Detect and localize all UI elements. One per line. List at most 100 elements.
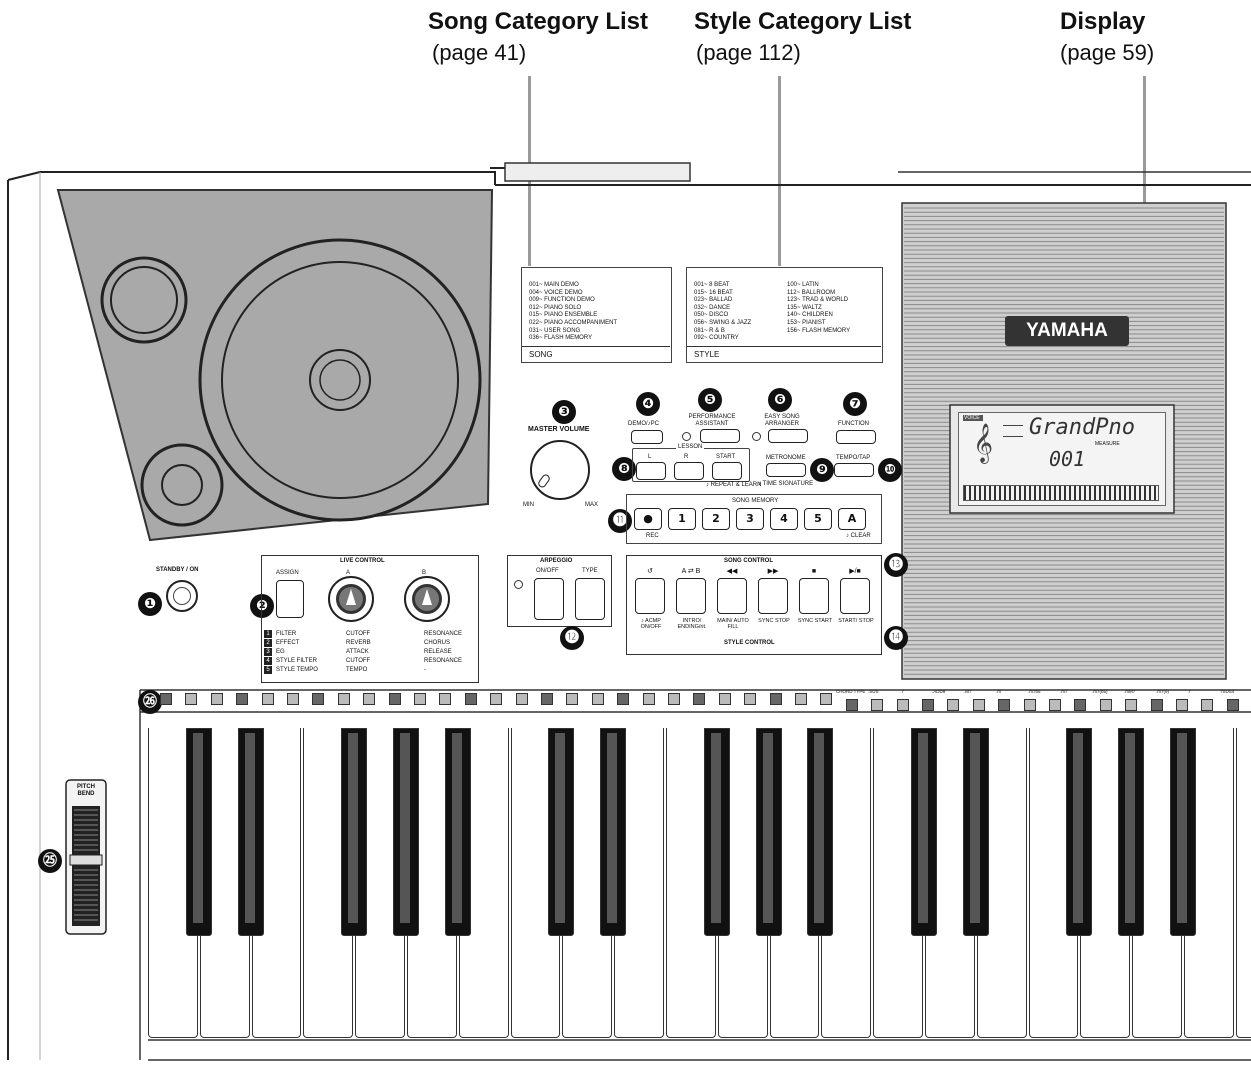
song-memory-button-1[interactable]: 1 bbox=[668, 508, 696, 530]
pitch-bend-label: PITCH BEND bbox=[77, 784, 95, 797]
style-control-label-3: SYNC STOP bbox=[758, 618, 790, 624]
arpeggio-panel bbox=[507, 555, 612, 627]
song-control-button-5[interactable] bbox=[840, 578, 870, 614]
list-line: 056~ SWING & JAZZ bbox=[694, 320, 752, 326]
style-control-label-2: MAIN/ AUTO FILL bbox=[717, 618, 749, 630]
song-memory-button-0[interactable]: ● bbox=[634, 508, 662, 530]
standby-switch[interactable] bbox=[166, 580, 198, 612]
voice-category-icon bbox=[795, 693, 807, 705]
list-line: 023~ BALLAD bbox=[694, 297, 733, 304]
black-key[interactable] bbox=[341, 728, 368, 936]
voice-category-icon bbox=[947, 699, 960, 711]
song-memory-button-6[interactable]: A bbox=[838, 508, 866, 530]
list-line: 001~ 8 BEAT bbox=[694, 282, 730, 288]
style-category-page: (page 112) bbox=[696, 40, 801, 65]
list-line: 032~ DANCE bbox=[694, 304, 731, 311]
marker-4: ❹ bbox=[636, 392, 660, 416]
voice-category-icon bbox=[668, 693, 680, 705]
voice-category-icon bbox=[160, 693, 172, 705]
performance-assistant-button[interactable] bbox=[700, 429, 740, 443]
voice-category-icon bbox=[972, 699, 985, 711]
lcd-voice-name: GrandPno bbox=[1029, 415, 1135, 440]
lesson-start-button[interactable] bbox=[712, 462, 742, 480]
live-table-number: 2 bbox=[264, 639, 272, 647]
song-control-button-3[interactable] bbox=[758, 578, 788, 614]
lesson-l-button[interactable] bbox=[636, 462, 666, 480]
knob-b[interactable] bbox=[404, 576, 450, 622]
black-key[interactable] bbox=[807, 728, 834, 936]
black-key[interactable] bbox=[1066, 728, 1093, 936]
marker-25: ㉕ bbox=[38, 849, 62, 873]
assign-button[interactable] bbox=[276, 580, 304, 618]
song-control-button-0[interactable] bbox=[635, 578, 665, 614]
voice-category-icon bbox=[769, 693, 782, 705]
lesson-r-button[interactable] bbox=[674, 462, 704, 480]
style-control-label-4: SYNC START bbox=[797, 618, 833, 624]
arpeggio-onoff-button[interactable] bbox=[534, 578, 564, 620]
assign-label: ASSIGN bbox=[276, 570, 299, 576]
song-control-symbol-1: A ⇄ B bbox=[681, 568, 701, 575]
song-control-symbol-0: ↺ bbox=[647, 568, 653, 575]
black-key[interactable] bbox=[237, 728, 264, 936]
live-table-name: EG bbox=[276, 649, 285, 655]
list-line: 022~ PIANO ACCOMPANIMENT bbox=[529, 320, 618, 326]
song-control-button-4[interactable] bbox=[799, 578, 829, 614]
song-memory-button-3[interactable]: 3 bbox=[736, 508, 764, 530]
knob-a[interactable] bbox=[328, 576, 374, 622]
style-control-label-0: ♪ ACMP ON/OFF bbox=[640, 618, 662, 630]
live-table-b: RESONANCE bbox=[424, 658, 463, 664]
voice-category-icon bbox=[414, 693, 426, 705]
voice-category-icon bbox=[922, 699, 934, 711]
arpeggio-led bbox=[514, 580, 523, 589]
display-title: Display bbox=[1060, 8, 1146, 35]
metronome-button[interactable] bbox=[766, 463, 806, 477]
black-key[interactable] bbox=[444, 728, 471, 936]
standby-switch-inner bbox=[173, 587, 191, 605]
song-memory-button-2[interactable]: 2 bbox=[702, 508, 730, 530]
volume-min-label: MIN bbox=[523, 502, 534, 508]
black-key[interactable] bbox=[911, 728, 937, 936]
voice-category-icon bbox=[261, 693, 274, 705]
black-key[interactable] bbox=[962, 728, 989, 936]
pitch-bend-wheel[interactable] bbox=[72, 806, 100, 926]
black-key[interactable] bbox=[185, 728, 212, 936]
live-table-a: CUTOFF bbox=[346, 658, 371, 664]
song-control-button-1[interactable] bbox=[676, 578, 706, 614]
song-memory-button-4[interactable]: 4 bbox=[770, 508, 798, 530]
demo-button[interactable] bbox=[631, 430, 663, 444]
black-key[interactable] bbox=[755, 728, 782, 936]
leader-line-style bbox=[778, 76, 781, 266]
voice-category-icon bbox=[998, 699, 1011, 711]
song-memory-button-5[interactable]: 5 bbox=[804, 508, 832, 530]
white-key[interactable] bbox=[1235, 728, 1251, 1038]
easy-song-arranger-button[interactable] bbox=[768, 429, 808, 443]
live-table-b: - bbox=[424, 667, 426, 673]
voice-category-icon bbox=[236, 693, 249, 705]
arpeggio-type-button[interactable] bbox=[575, 578, 605, 620]
black-key-shine bbox=[1125, 733, 1136, 923]
black-key-shine bbox=[400, 733, 410, 923]
voice-category-icon bbox=[1023, 699, 1036, 711]
black-key[interactable] bbox=[548, 728, 575, 936]
voice-category-icon bbox=[210, 693, 223, 705]
live-table-b: RESONANCE bbox=[424, 631, 463, 637]
function-button[interactable] bbox=[836, 430, 876, 444]
chord-type-label: .SUS bbox=[868, 689, 879, 694]
black-key-shine bbox=[555, 733, 566, 923]
song-control-button-2[interactable] bbox=[717, 578, 747, 614]
black-key[interactable] bbox=[393, 728, 419, 936]
chord-type-label: .mM7 bbox=[1124, 689, 1136, 694]
black-key[interactable] bbox=[1170, 728, 1196, 936]
black-key[interactable] bbox=[703, 728, 730, 936]
tempo-tap-button[interactable] bbox=[834, 463, 874, 477]
song-style-control-panel bbox=[626, 555, 882, 655]
black-key[interactable] bbox=[600, 728, 627, 936]
list-line: 123~ TRAD & WORLD bbox=[787, 297, 849, 304]
black-key[interactable] bbox=[1118, 728, 1145, 936]
lesson-r-label: R bbox=[684, 454, 689, 460]
chord-type-labels: CHORD TYPE.SUS.7.ADD9.M7.m.m7b5.m7.m7(b5… bbox=[836, 688, 1251, 696]
list-line: 092~ COUNTRY bbox=[694, 335, 739, 342]
voice-category-icon bbox=[490, 693, 503, 705]
master-volume-knob[interactable] bbox=[530, 440, 590, 500]
